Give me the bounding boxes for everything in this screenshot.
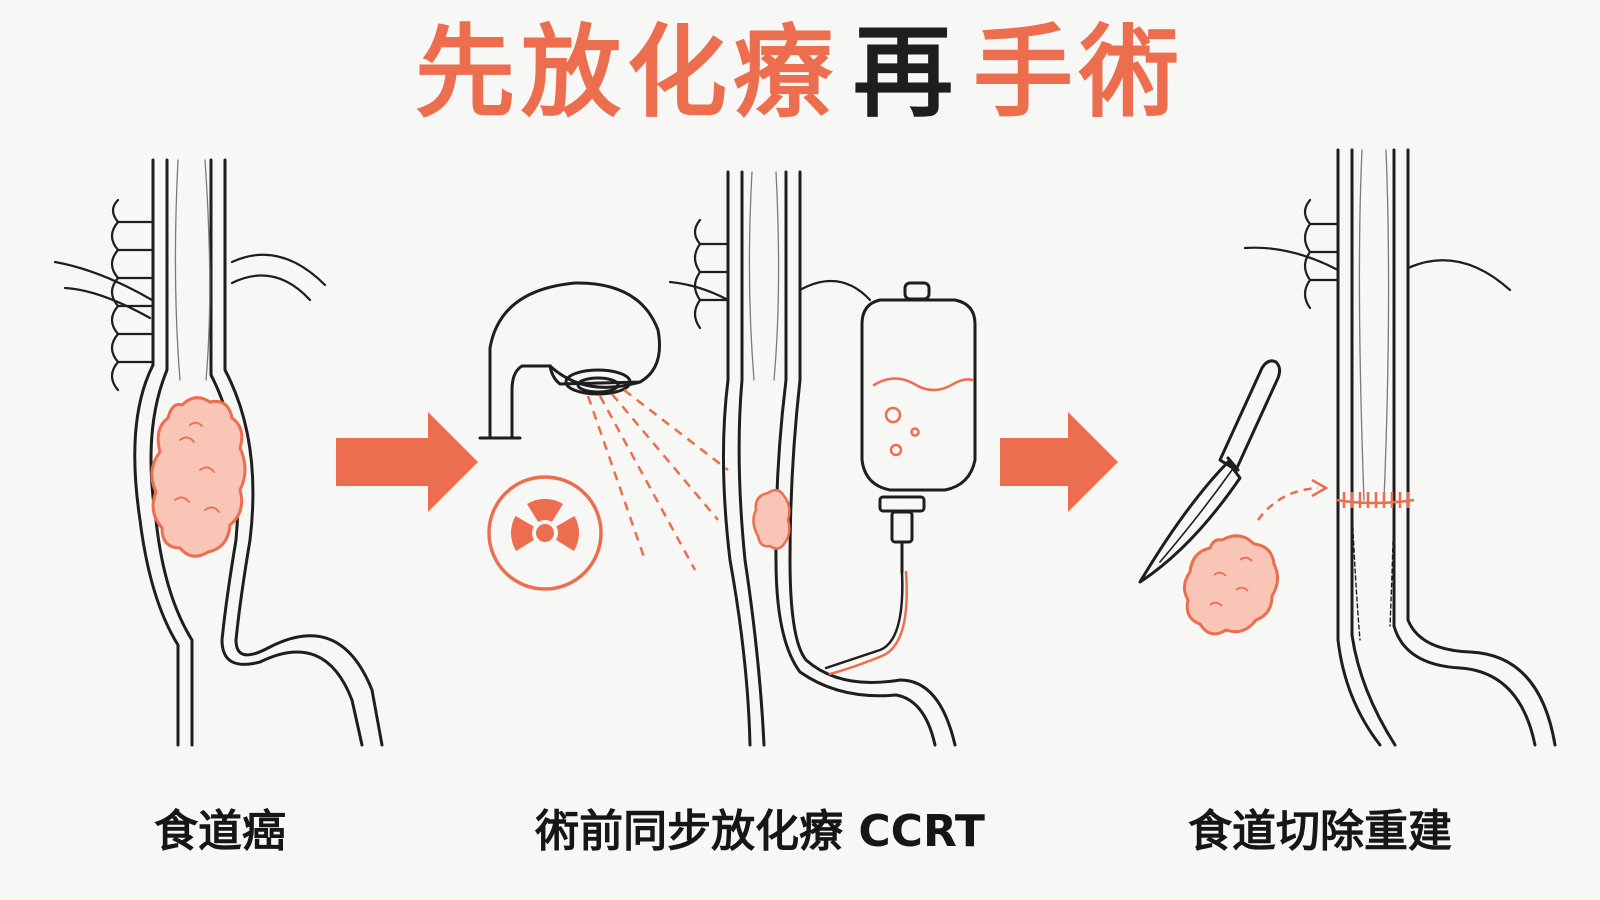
radiation-icon <box>487 475 603 591</box>
panel-ccrt <box>478 170 977 747</box>
iv-drip-bag-icon <box>824 281 977 676</box>
aorta-arch <box>230 253 327 302</box>
radiation-beams <box>586 389 729 571</box>
caption-esophagectomy: 食道切除重建 <box>1188 806 1452 857</box>
anastomosis-suture <box>1335 492 1415 508</box>
arrow-right-icon <box>1000 412 1118 512</box>
tumor-large <box>150 396 247 558</box>
caption-ccrt: 術前同步放化療 CCRT <box>535 806 985 857</box>
arrow-right-icon <box>336 412 478 512</box>
removal-arrow-head <box>1311 478 1329 498</box>
panel-esophageal-cancer <box>53 158 384 747</box>
resected-tumor <box>1183 534 1279 636</box>
esophagus-shrunk-tumor <box>668 170 957 747</box>
removal-arrow <box>1256 486 1319 521</box>
title-part-chemoradiation: 先放化療 <box>415 14 839 131</box>
tumor-shrunk <box>752 488 791 550</box>
esophagus-reconstructed <box>1243 148 1557 747</box>
page-title: 先放化療再手術 <box>0 18 1600 128</box>
title-part-then: 再 <box>853 14 959 131</box>
title-part-surgery: 手術 <box>973 14 1185 131</box>
trachea-rings <box>53 198 154 392</box>
panel-esophagectomy <box>1138 148 1557 747</box>
scalpel-icon <box>1138 359 1282 584</box>
radiotherapy-machine-icon <box>478 281 661 440</box>
caption-esophageal-cancer: 食道癌 <box>154 806 286 857</box>
